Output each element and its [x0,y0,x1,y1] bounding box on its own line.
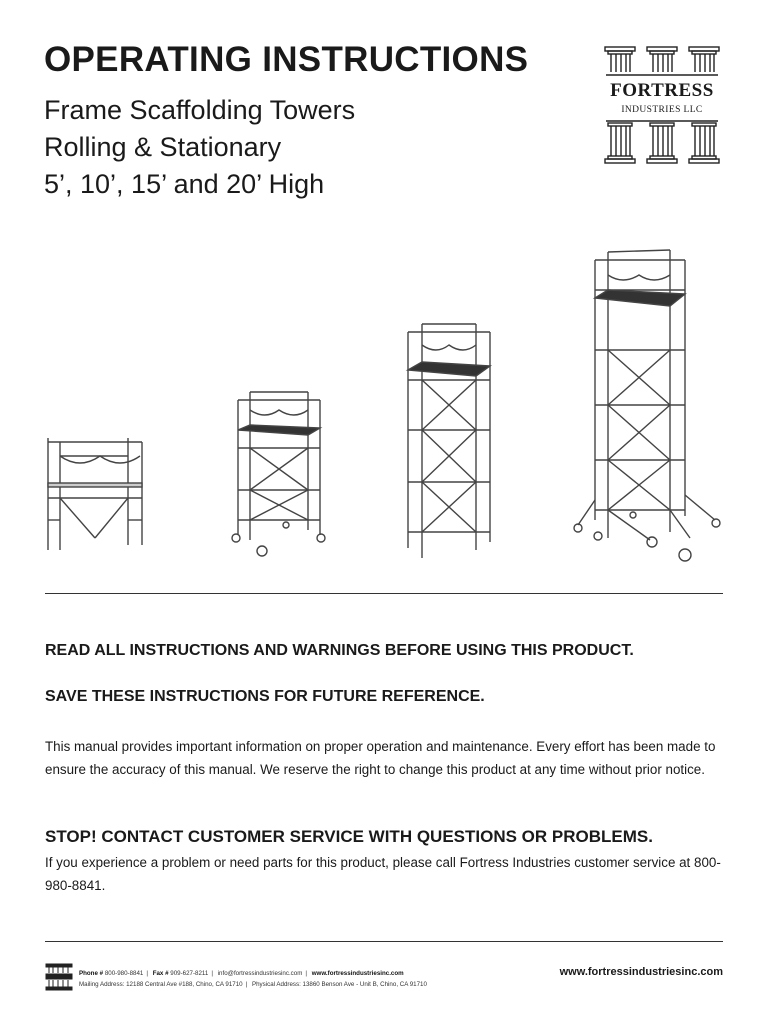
tower-10ft-image [231,391,326,557]
footer-phone[interactable]: 800-980-8841 [104,970,144,977]
document-title: OPERATING INSTRUCTIONS [44,40,529,79]
subtitle-line-2: Rolling & Stationary [44,132,282,162]
tower-20ft-image [573,249,721,562]
footer-logo-icon [45,963,73,991]
footer-physical-address: Physical Address: 13860 Benson Ave - Uni… [251,981,427,988]
tower-5ft-image [47,438,143,550]
footer-phone-label: Phone # [79,970,104,977]
save-instructions-notice: SAVE THESE INSTRUCTIONS FOR FUTURE REFER… [45,688,485,705]
footer-fax: 909-627-8211 [170,970,209,977]
scaffolding-towers-illustration [40,220,730,580]
contact-paragraph: If you experience a problem or need part… [45,855,721,893]
subtitle-line-1: Frame Scaffolding Towers [44,95,356,125]
fortress-logo: FORTRESS INDUSTRIES LLC [600,44,724,170]
read-instructions-warning: READ ALL INSTRUCTIONS AND WARNINGS BEFOR… [45,642,634,659]
stop-contact-heading: STOP! CONTACT CUSTOMER SERVICE WITH QUES… [45,827,653,846]
manual-paragraph: This manual provides important informati… [45,739,716,777]
divider [45,593,723,594]
footer-fax-label: Fax # [152,970,169,977]
logo-name: FORTRESS [610,80,714,101]
footer-website-small-link[interactable]: www.fortressindustriesinc.com [311,970,404,977]
footer-email-link[interactable]: info@fortressindustriesinc.com [217,970,303,977]
tower-15ft-image [405,323,493,558]
footer-mailing-address: Mailing Address: 12188 Central Ave #188,… [79,981,243,988]
footer-divider [45,941,723,942]
logo-tagline: INDUSTRIES LLC [621,105,703,115]
subtitle-line-3: 5’, 10’, 15’ and 20’ High [44,169,325,199]
columns-icon [604,46,720,164]
footer-website-link[interactable]: www.fortressindustriesinc.com [559,966,723,978]
footer-address-line: Mailing Address: 12188 Central Ave #188,… [79,981,427,988]
footer-contact-line: Phone # 800-980-8841| Fax # 909-627-8211… [79,970,404,977]
